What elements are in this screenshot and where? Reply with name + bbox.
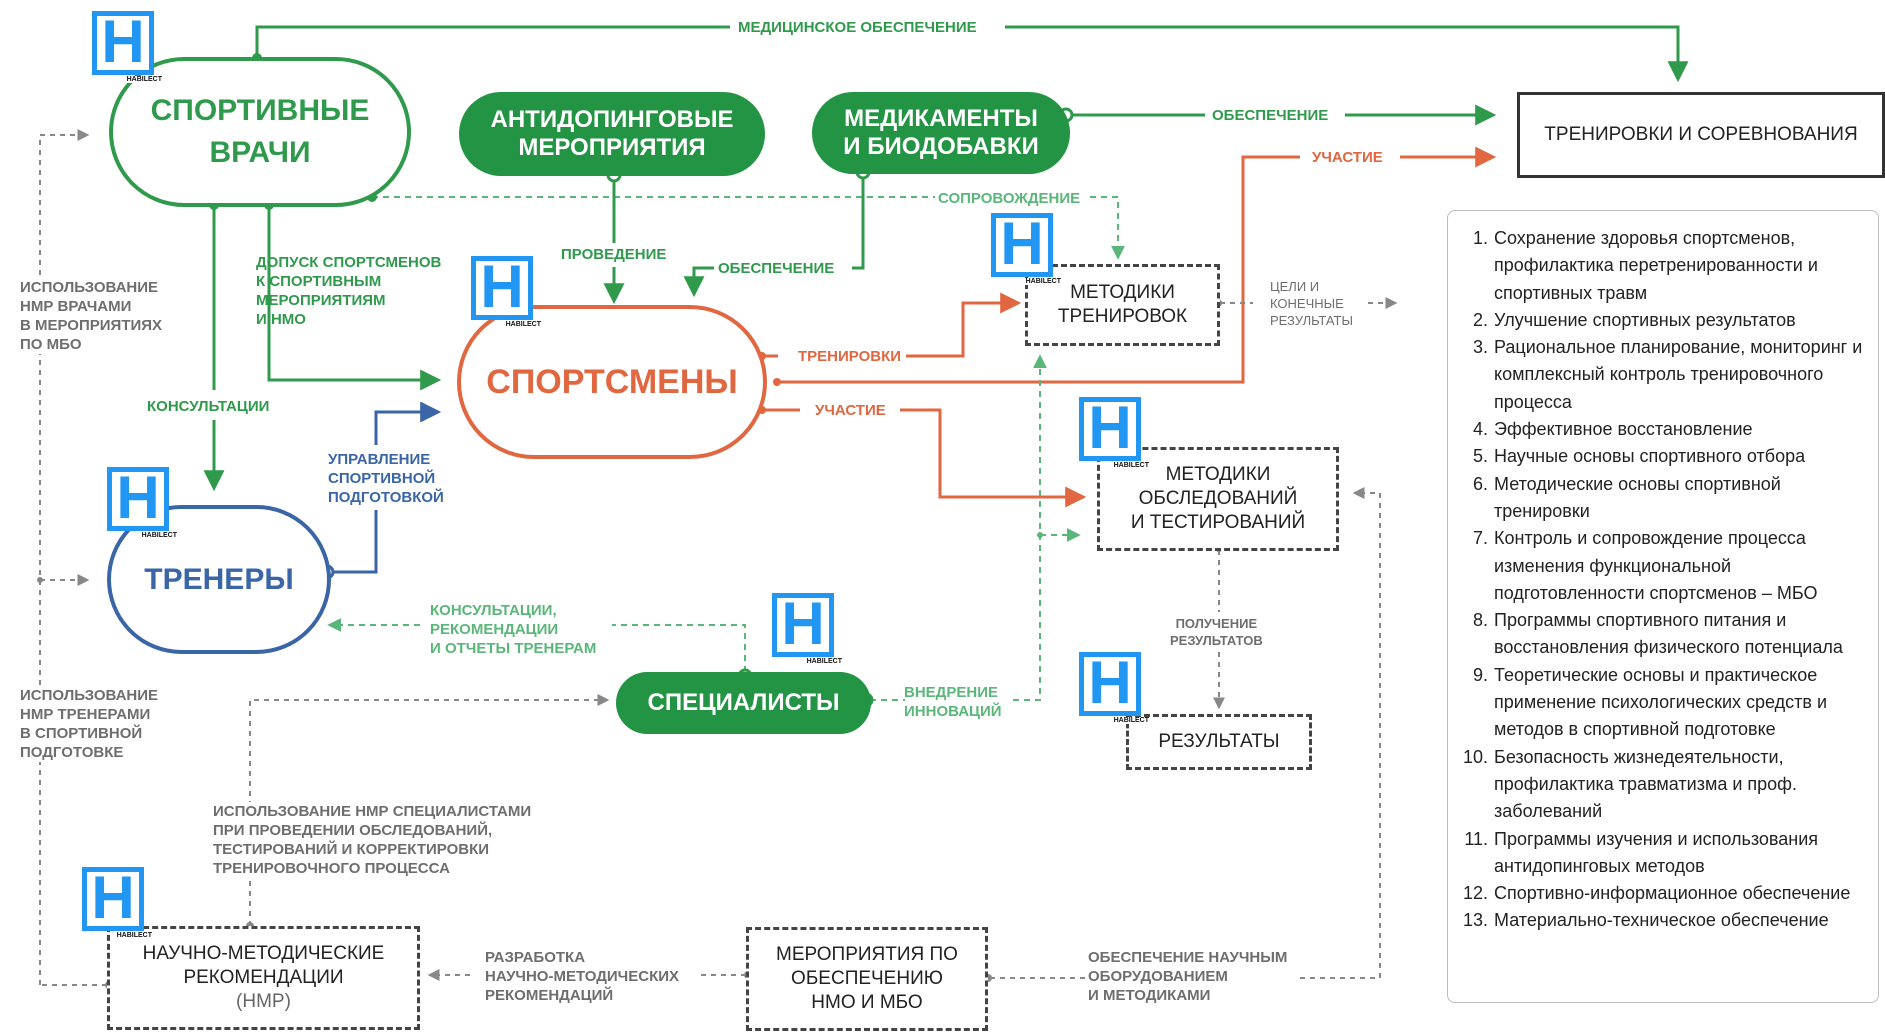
goal-text: Материально-техническое обеспечение xyxy=(1494,910,1829,931)
goal-item: 8. Программы спортивного питания и восста… xyxy=(1448,607,1870,662)
edge-participation-mid xyxy=(764,408,1082,497)
goal-item: 4. Эффективное восстановление xyxy=(1448,416,1870,443)
edge-participation-top xyxy=(777,157,1492,384)
goal-item: 13. Материально-техническое обеспечение xyxy=(1448,907,1870,934)
goal-text: Сохранение здоровья спортсменов, профила… xyxy=(1494,228,1818,303)
edge-innovations xyxy=(870,357,1040,701)
edge-trainings xyxy=(764,303,1017,358)
node-training-methods[interactable]: МЕТОДИКИ ТРЕНИРОВОК xyxy=(1025,264,1220,346)
label-trainings: ТРЕНИРОВКИ xyxy=(798,348,902,365)
goal-number: 5. xyxy=(1472,446,1488,467)
goal-item: 12. Спортивно-информационное обеспечение xyxy=(1448,880,1870,907)
label-medical-support: МЕДИЦИНСКОЕ ОБЕСПЕЧЕНИЕ xyxy=(738,18,977,37)
edge-accompaniment xyxy=(372,196,1118,257)
node-antidoping[interactable]: АНТИДОПИНГОВЫЕ МЕРОПРИЯТИЯ xyxy=(459,92,765,176)
node-athletes[interactable]: СПОРТСМЕНЫ xyxy=(457,305,767,459)
edge-consult-reports xyxy=(330,625,746,672)
edge-equipment xyxy=(990,493,1381,979)
goal-item: 10. Безопасность жизнедеятельности, профи… xyxy=(1448,744,1870,826)
goal-text: Научные основы спортивного отбора xyxy=(1494,446,1806,467)
goal-item: 11. Программы изучения и использования ан… xyxy=(1448,826,1870,881)
edge-management xyxy=(327,412,437,574)
goal-text: Теоретические основы и практическое прим… xyxy=(1494,664,1828,740)
label-supply-mid: ОБЕСПЕЧЕНИЕ xyxy=(718,260,835,277)
goal-text: Рациональное планирование, мониторинг и … xyxy=(1494,337,1863,412)
goal-item: 2. Улучшение спортивных результатов xyxy=(1448,307,1870,334)
label-participation-mid: УЧАСТИЕ xyxy=(815,402,886,419)
goal-number: 7. xyxy=(1472,528,1488,549)
goal-number: 12. xyxy=(1462,883,1488,904)
label-consultations: КОНСУЛЬТАЦИИ xyxy=(147,398,270,415)
node-results[interactable]: РЕЗУЛЬТАТЫ xyxy=(1126,714,1312,770)
label-conducting: ПРОВЕДЕНИЕ xyxy=(561,246,667,263)
node-medicines[interactable]: МЕДИКАМЕНТЫ И БИОДОБАВКИ xyxy=(812,92,1070,174)
goal-text: Спортивно-информационное обеспечение xyxy=(1494,883,1851,904)
goals-list-panel: 1. Сохранение здоровья спортсменов, профи… xyxy=(1447,210,1879,1003)
goal-number: 13. xyxy=(1462,910,1488,931)
goal-number: 3. xyxy=(1472,337,1488,358)
goal-number: 9. xyxy=(1472,664,1488,685)
goal-text: Контроль и сопровождение процесса измене… xyxy=(1494,528,1818,603)
node-specialists[interactable]: СПЕЦИАЛИСТЫ xyxy=(616,672,871,734)
goal-text: Программы изучения и использования антид… xyxy=(1494,828,1818,876)
goal-text: Безопасность жизнедеятельности, профилак… xyxy=(1494,746,1797,822)
goal-number: 8. xyxy=(1472,610,1488,631)
goal-item: 9. Теоретические основы и практическое пр… xyxy=(1448,662,1870,744)
goal-number: 1. xyxy=(1472,228,1488,248)
goal-text: Эффективное восстановление xyxy=(1494,419,1753,440)
goals-list: 1. Сохранение здоровья спортсменов, профи… xyxy=(1448,225,1870,935)
goal-number: 6. xyxy=(1472,473,1488,494)
edge-doctors-use xyxy=(39,129,90,985)
node-recommendations[interactable]: НАУЧНО-МЕТОДИЧЕСКИЕ РЕКОМЕНДАЦИИ (НМР) xyxy=(107,926,420,1030)
edge-admission xyxy=(267,205,442,391)
label-supply-top: ОБЕСПЕЧЕНИЕ xyxy=(1212,107,1329,124)
goal-item: 7. Контроль и сопровождение процесса изме… xyxy=(1448,525,1870,607)
goal-item: 5. Научные основы спортивного отбора xyxy=(1448,443,1870,470)
goal-item: 1. Сохранение здоровья спортсменов, профи… xyxy=(1448,225,1870,307)
goal-text: Методические основы спортивной тренировк… xyxy=(1494,473,1781,521)
edge-supply-mid xyxy=(694,172,865,293)
edge-medical-support xyxy=(255,25,1678,78)
goal-text: Улучшение спортивных результатов xyxy=(1494,309,1796,330)
goal-number: 2. xyxy=(1472,309,1488,330)
edge-specialists-use xyxy=(249,694,610,926)
goal-number: 11. xyxy=(1464,828,1488,849)
node-training-competitions[interactable]: ТРЕНИРОВКИ И СОРЕВНОВАНИЯ xyxy=(1517,92,1885,178)
goal-number: 10. xyxy=(1462,746,1488,767)
goal-item: 6. Методические основы спортивной трениро… xyxy=(1448,471,1870,526)
label-accompaniment: СОПРОВОЖДЕНИЕ xyxy=(938,190,1081,207)
node-events[interactable]: МЕРОПРИЯТИЯ ПО ОБЕСПЕЧЕНИЮ НМО И МБО xyxy=(746,927,988,1031)
goal-text: Программы спортивного питания и восстано… xyxy=(1494,610,1843,658)
goal-number: 4. xyxy=(1472,419,1488,440)
label-participation-top: УЧАСТИЕ xyxy=(1312,149,1383,166)
goal-item: 3. Рациональное планирование, мониторинг … xyxy=(1448,334,1870,416)
